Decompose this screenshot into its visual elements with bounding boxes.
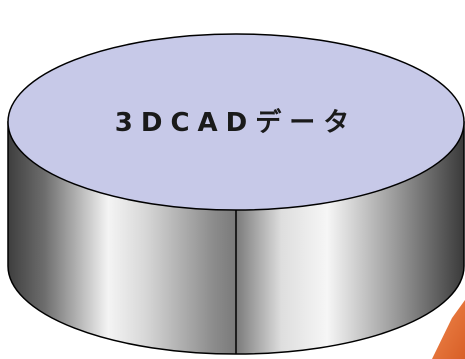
arrow-icon bbox=[432, 300, 465, 359]
cylinder-top bbox=[7, 33, 465, 211]
database-label: 3DCADデータ bbox=[115, 107, 357, 138]
